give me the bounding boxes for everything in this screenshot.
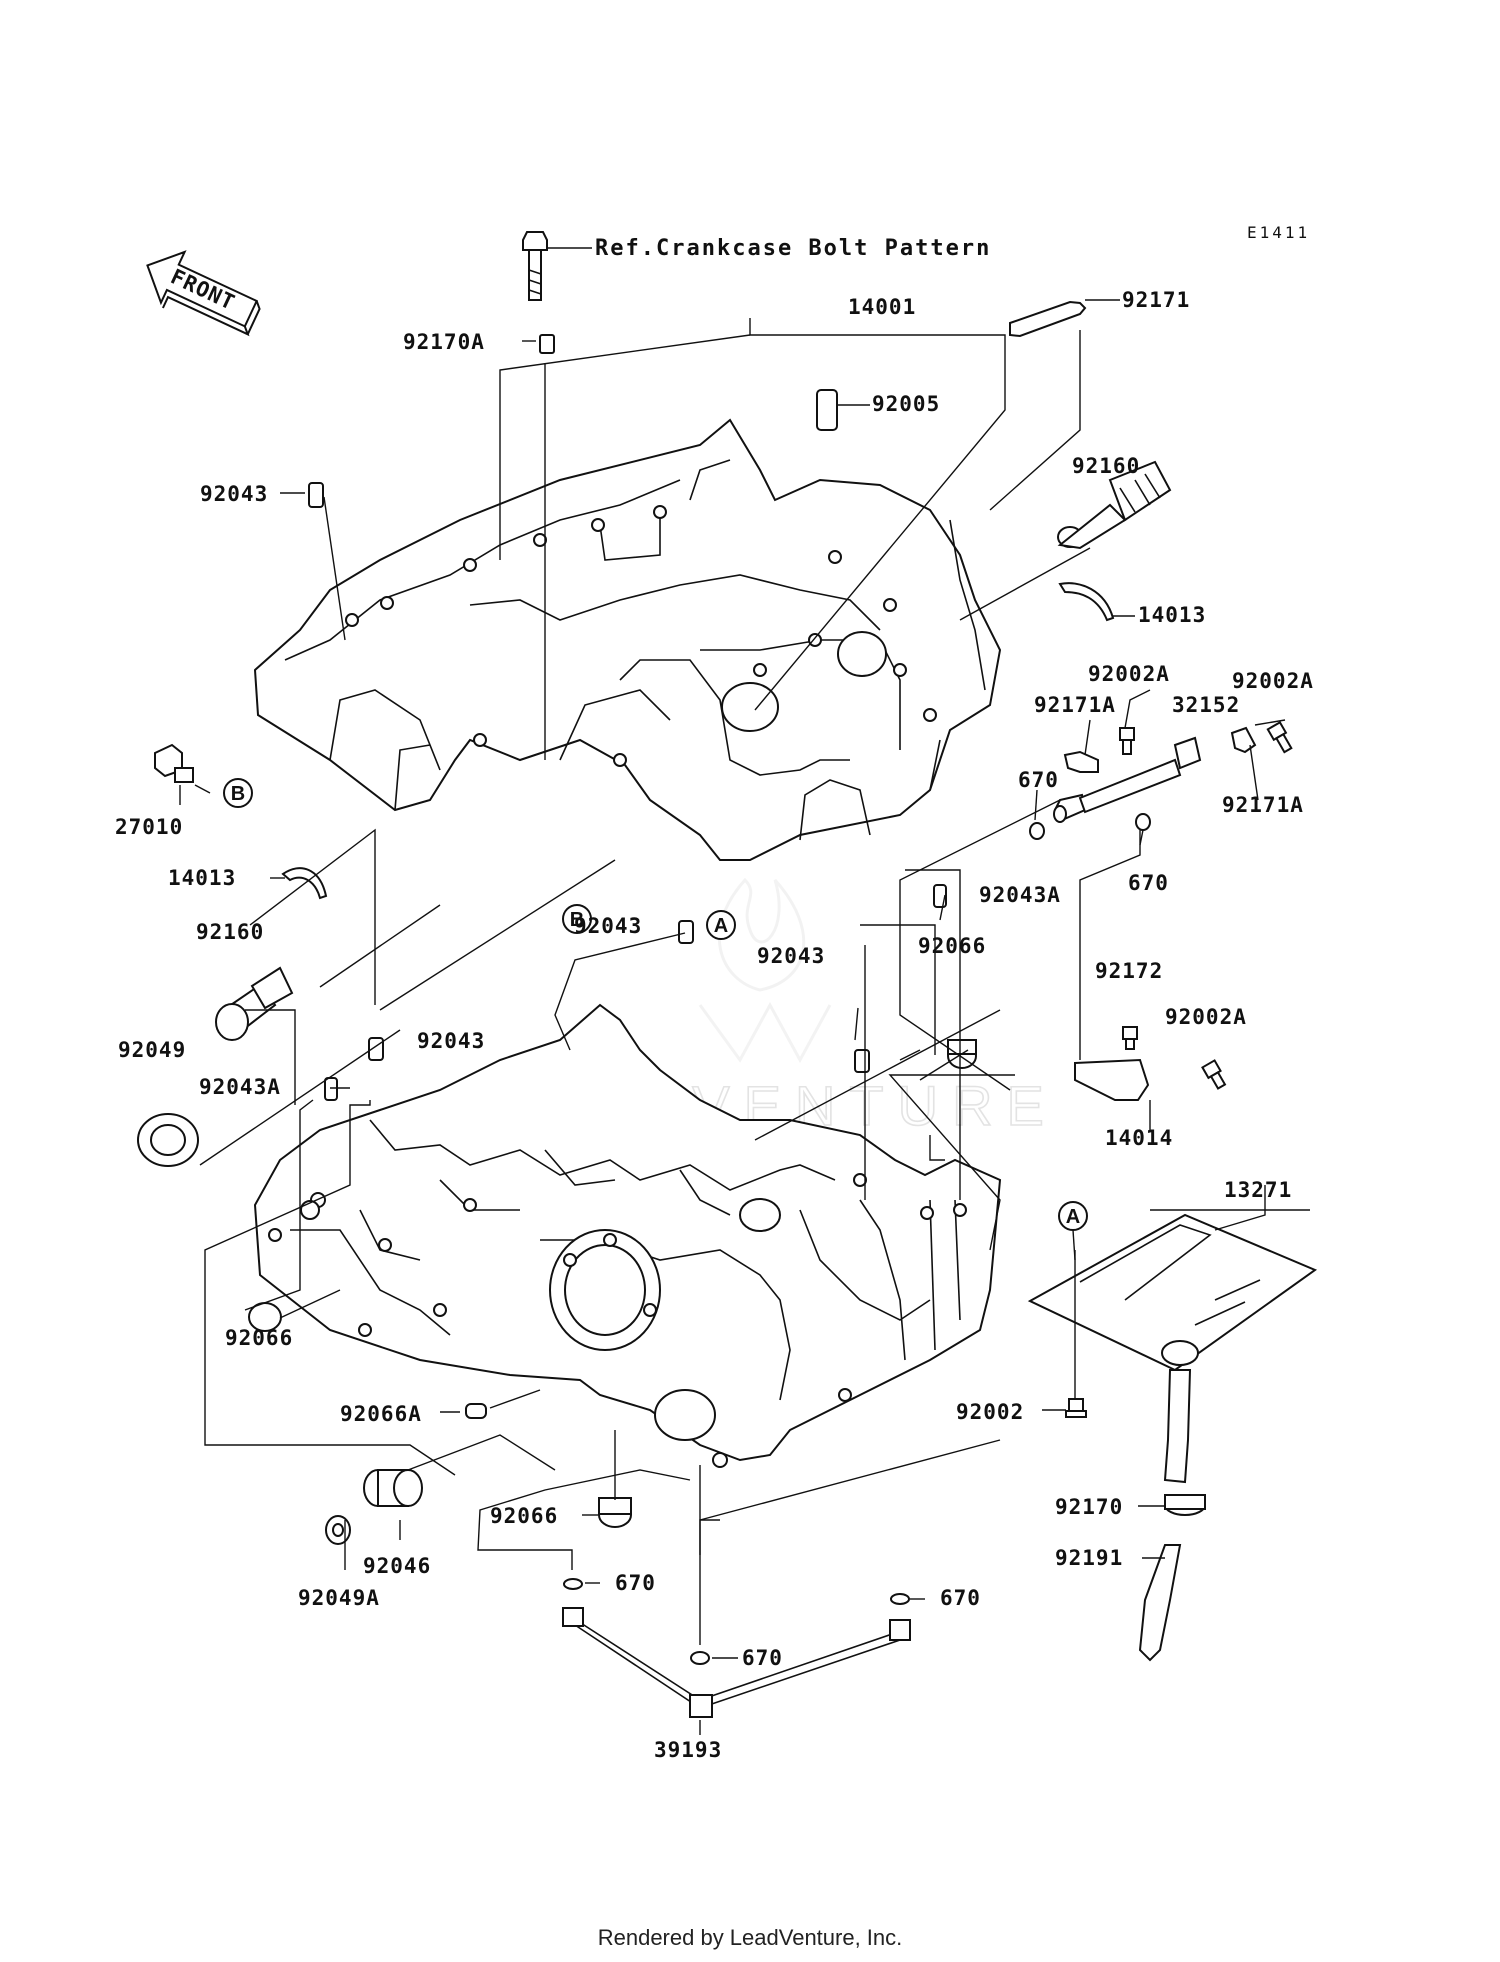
hose-clamp-92170-icon — [1164, 1494, 1206, 1516]
dowel-pin-icon — [854, 1049, 870, 1073]
bolt-92002a-icon — [1119, 727, 1135, 755]
part-label: 39193 — [654, 1738, 722, 1762]
dowel-pin-icon — [678, 920, 694, 944]
part-label: 92160 — [196, 920, 264, 944]
oil-strainer-13271-icon — [1027, 1213, 1318, 1372]
part-label: 92171A — [1222, 793, 1304, 817]
callout-a: A — [706, 910, 736, 940]
leader-lines — [179, 247, 1310, 1735]
o-ring-670-icon — [1135, 813, 1151, 831]
part-label: 14013 — [168, 866, 236, 890]
plug-92066a-icon — [465, 1403, 487, 1419]
part-label: 92170A — [403, 330, 485, 354]
plate-92171-icon — [1009, 300, 1087, 338]
lower-crankcase-half — [253, 1003, 1002, 1468]
neutral-switch-27010-icon — [154, 743, 194, 783]
part-label: 92002A — [1088, 662, 1170, 686]
part-label: 92043 — [417, 1029, 485, 1053]
footer-credit: Rendered by LeadVenture, Inc. — [598, 1925, 903, 1950]
part-label: 92066 — [225, 1326, 293, 1350]
part-label: 92043A — [979, 883, 1061, 907]
dowel-pin-icon — [308, 482, 324, 508]
o-ring-670-icon — [1029, 822, 1045, 840]
part-label: 670 — [1128, 871, 1169, 895]
screw-92172-icon — [1122, 1026, 1138, 1050]
svg-text:B: B — [570, 909, 584, 931]
plug-92066-icon — [598, 1497, 632, 1528]
part-label: 92066 — [490, 1504, 558, 1528]
part-label: 32152 — [1172, 693, 1240, 717]
part-label: 92049A — [298, 1586, 380, 1610]
part-label: 92172 — [1095, 959, 1163, 983]
part-label: 92002A — [1232, 669, 1314, 693]
part-label: 92043A — [199, 1075, 281, 1099]
part-label: 92002A — [1165, 1005, 1247, 1029]
diagram-code: E1411 — [1247, 223, 1310, 242]
oil-pipe-39193-icon — [562, 1607, 911, 1718]
front-arrow-icon — [146, 250, 261, 337]
part-label: 92160 — [1072, 454, 1140, 478]
part-label: 13271 — [1224, 1178, 1292, 1202]
dowel-92005-icon — [816, 389, 838, 431]
part-label: 92191 — [1055, 1546, 1123, 1570]
callout-b: B — [223, 778, 253, 808]
part-label: 92002 — [956, 1400, 1024, 1424]
oil-pump-shaft-right-icon — [1057, 460, 1172, 550]
oil-pipe-32152-icon — [1053, 736, 1202, 823]
o-ring-670-icon — [563, 1578, 583, 1590]
o-ring-670-icon — [690, 1651, 710, 1665]
svg-text:A: A — [1066, 1206, 1080, 1228]
part-label: 92049 — [118, 1038, 186, 1062]
needle-bearing-92046-icon — [363, 1469, 423, 1507]
watermark-logo-icon — [698, 877, 832, 1064]
o-ring-670-icon — [890, 1593, 910, 1605]
part-label: 14014 — [1105, 1126, 1173, 1150]
part-label: 92005 — [872, 392, 940, 416]
oil-seal-92049a-icon — [325, 1515, 351, 1545]
crankcase-bolt-icon — [522, 231, 555, 354]
oil-hose-icon — [1163, 1369, 1192, 1484]
part-label: 14001 — [848, 295, 916, 319]
part-label: 27010 — [115, 815, 183, 839]
part-label: 92043 — [200, 482, 268, 506]
upper-crankcase-half — [253, 418, 1002, 861]
part-label: 92046 — [363, 1554, 431, 1578]
holder-14014-icon — [1074, 1058, 1150, 1101]
bolt-92002-icon — [1065, 1398, 1087, 1418]
part-label: 670 — [940, 1586, 981, 1610]
part-label: 670 — [1018, 768, 1059, 792]
part-label: 92043 — [757, 944, 825, 968]
callout-a: A — [1058, 1201, 1088, 1231]
callout-b: B — [562, 904, 592, 934]
part-label: 92170 — [1055, 1495, 1123, 1519]
svg-text:B: B — [231, 783, 245, 805]
dowel-pin-icon — [324, 1077, 338, 1101]
part-label: 670 — [615, 1571, 656, 1595]
part-label: 92171 — [1122, 288, 1190, 312]
bracket-92171a-icon — [1063, 750, 1099, 773]
bolt-92002a-icon — [1266, 720, 1293, 754]
reference-note: Ref.Crankcase Bolt Pattern — [595, 236, 991, 261]
part-label: 92043 — [574, 914, 642, 938]
bolt-92002a-icon — [1201, 1059, 1227, 1090]
hose-92191-icon — [1138, 1544, 1182, 1662]
part-label: 670 — [742, 1646, 783, 1670]
part-label: 92066 — [918, 934, 986, 958]
svg-text:A: A — [714, 915, 728, 937]
bracket-92171a-icon — [1230, 726, 1257, 754]
oil-seal-92049-icon — [137, 1113, 199, 1167]
half-ring-14013-right-icon — [1058, 582, 1115, 622]
part-label: 92066A — [340, 1402, 422, 1426]
part-label: 14013 — [1138, 603, 1206, 627]
part-label: 92171A — [1034, 693, 1116, 717]
oil-pump-shaft-left-icon — [215, 966, 294, 1041]
